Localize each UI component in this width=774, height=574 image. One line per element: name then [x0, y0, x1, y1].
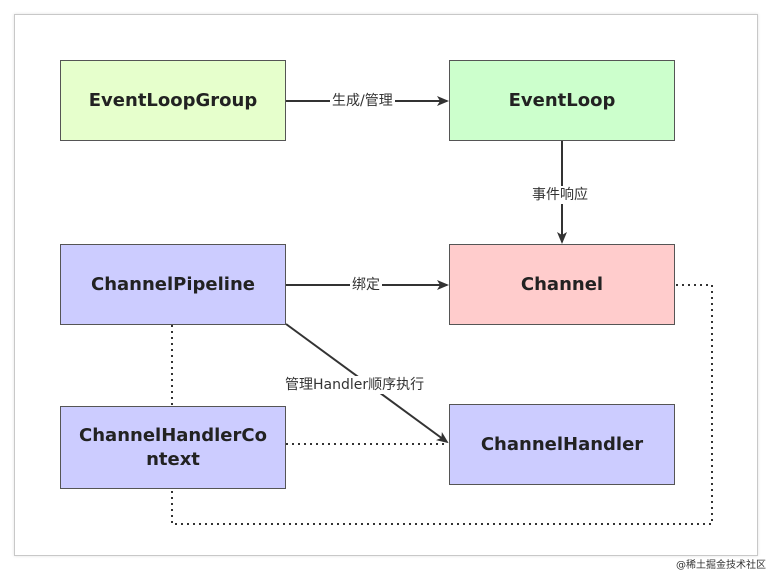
label-event-response: 事件响应 — [530, 186, 590, 204]
dotted-channel-context — [171, 284, 713, 525]
label-manage-handler-order: 管理Handler顺序执行 — [283, 376, 427, 394]
node-channel-pipeline: ChannelPipeline — [60, 244, 286, 325]
node-channel-handler-context: ChannelHandlerCo ntext — [60, 406, 286, 489]
node-event-loop: EventLoop — [449, 60, 675, 141]
label-create-manage: 生成/管理 — [330, 92, 395, 110]
footer-watermark: @稀土掘金技术社区 — [676, 560, 766, 571]
node-event-loop-group: EventLoopGroup — [60, 60, 286, 141]
label-bind: 绑定 — [350, 276, 382, 294]
node-channel-handler: ChannelHandler — [449, 404, 675, 485]
node-channel: Channel — [449, 244, 675, 325]
